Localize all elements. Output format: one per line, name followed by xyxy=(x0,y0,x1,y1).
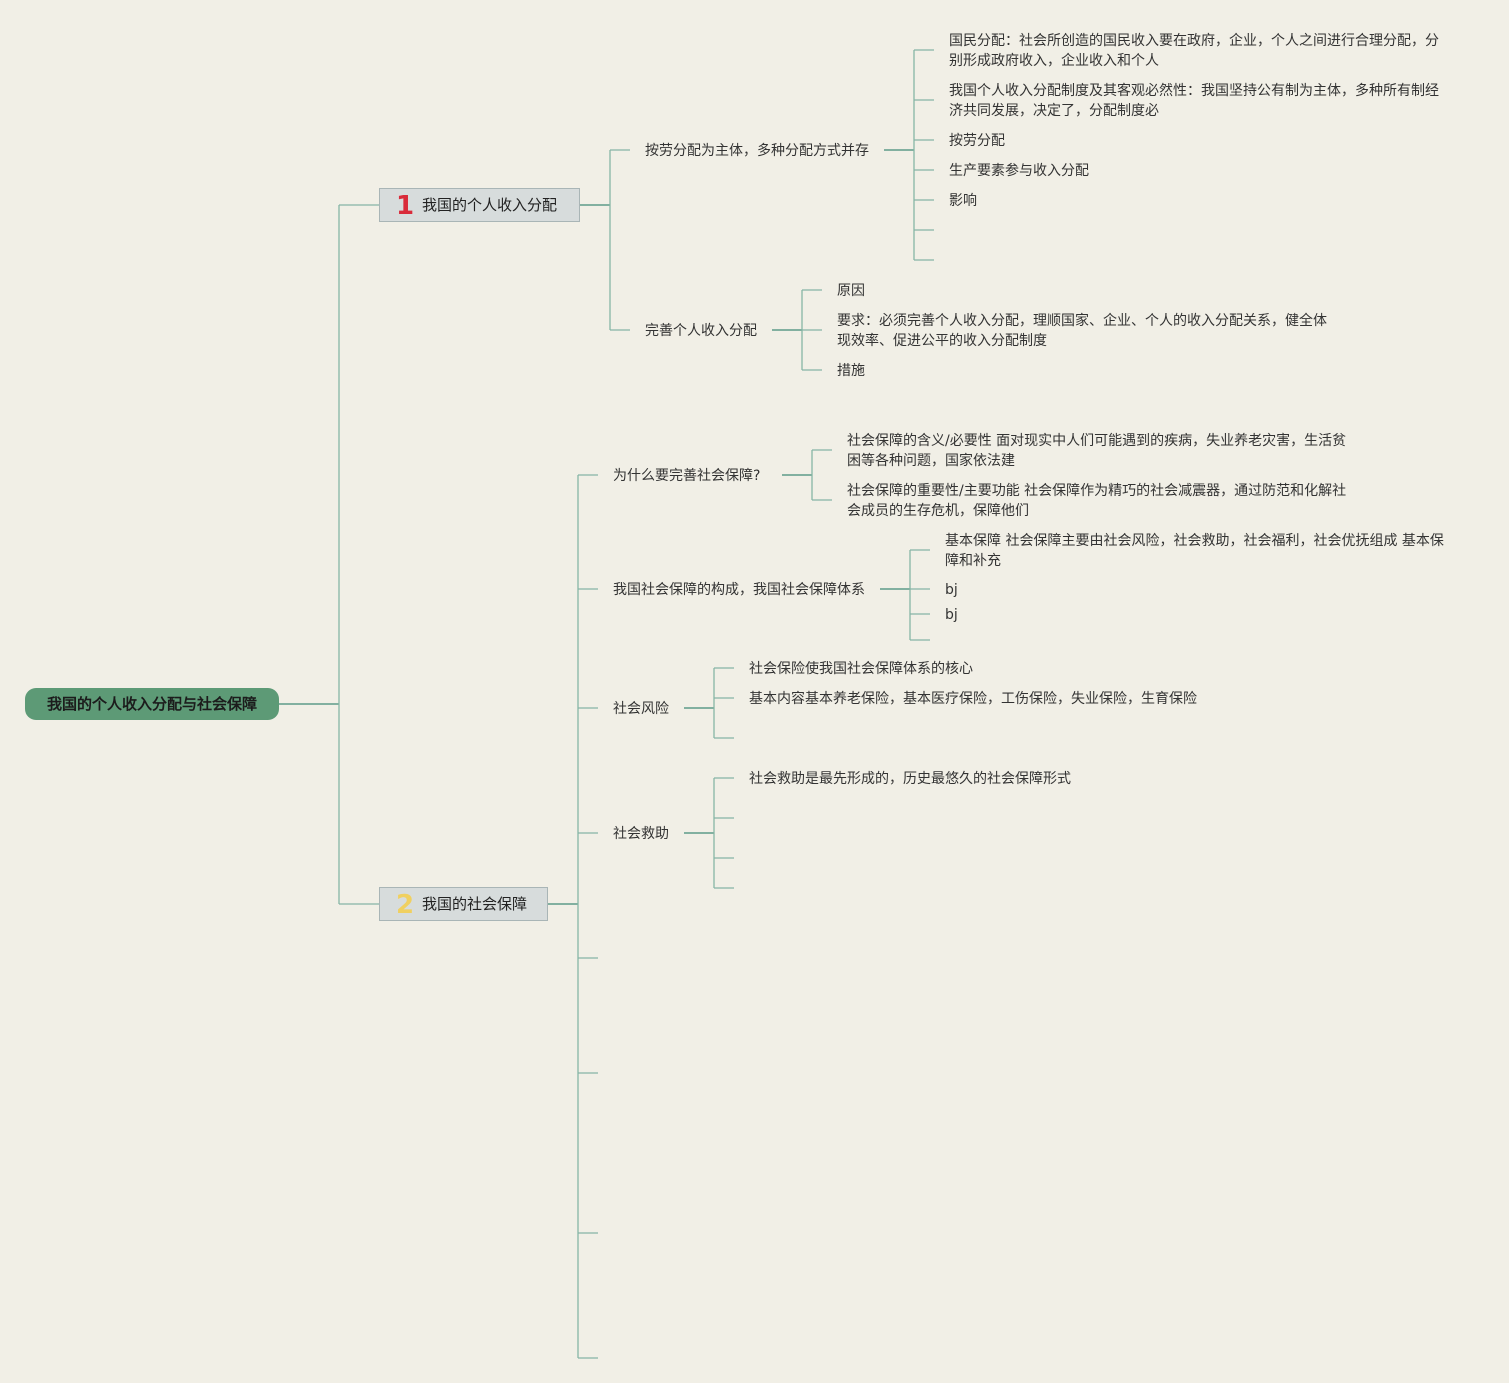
root-topic[interactable]: 我国的个人收入分配与社会保障 xyxy=(25,688,279,720)
subtopic-national-distribution[interactable]: 国民分配：社会所创造的国民收入要在政府，企业，个人之间进行合理分配，分别形成政府… xyxy=(949,33,1439,69)
topic-improve-distribution[interactable]: 完善个人收入分配 xyxy=(645,323,757,339)
subtopic-assistance-history[interactable]: 社会救助是最先形成的，历史最悠久的社会保障形式 xyxy=(749,771,1071,787)
subtopic-insurance-content[interactable]: 基本内容基本养老保险，基本医疗保险，工伤保险，失业保险，生育保险 xyxy=(749,691,1197,707)
topic-social-risk[interactable]: 社会风险 xyxy=(613,701,669,717)
topic-distribution-system[interactable]: 按劳分配为主体，多种分配方式并存 xyxy=(645,143,869,159)
branch-income-distribution[interactable]: 1 我国的个人收入分配 xyxy=(379,188,580,222)
subtopic-basic-security[interactable]: 基本保障 社会保障主要由社会风险，社会救助，社会福利，社会优抚组成 基本保障和补… xyxy=(945,533,1444,569)
subtopic-bj-2[interactable]: bj xyxy=(945,607,958,623)
subtopic-security-meaning[interactable]: 社会保障的含义/必要性 面对现实中人们可能遇到的疾病，失业养老灾害，生活贫困等各… xyxy=(847,433,1347,469)
subtopic-production-factors[interactable]: 生产要素参与收入分配 xyxy=(949,163,1089,179)
topic-why-improve-security[interactable]: 为什么要完善社会保障? xyxy=(613,468,761,484)
priority-1-icon: 1 xyxy=(396,191,415,221)
subtopic-distribution-by-labor[interactable]: 按劳分配 xyxy=(949,133,1005,149)
subtopic-requirement[interactable]: 要求：必须完善个人收入分配，理顺国家、企业、个人的收入分配关系，健全体现效率、促… xyxy=(837,313,1327,349)
branch-label: 我国的个人收入分配 xyxy=(422,196,558,214)
topic-social-assistance[interactable]: 社会救助 xyxy=(613,826,669,842)
topic-security-composition[interactable]: 我国社会保障的构成，我国社会保障体系 xyxy=(613,582,865,598)
subtopic-influence[interactable]: 影响 xyxy=(949,193,977,209)
priority-2-icon: 2 xyxy=(396,890,415,920)
subtopic-security-importance[interactable]: 社会保障的重要性/主要功能 社会保障作为精巧的社会减震器，通过防范和化解社会成员… xyxy=(847,483,1347,519)
subtopic-bj-1[interactable]: bj xyxy=(945,582,958,598)
branch-label: 我国的社会保障 xyxy=(422,895,528,913)
subtopic-insurance-core[interactable]: 社会保险使我国社会保障体系的核心 xyxy=(749,661,973,677)
subtopic-distribution-necessity[interactable]: 我国个人收入分配制度及其客观必然性：我国坚持公有制为主体，多种所有制经济共同发展… xyxy=(949,83,1439,119)
subtopic-measures[interactable]: 措施 xyxy=(837,363,865,379)
branch-social-security[interactable]: 2 我国的社会保障 xyxy=(379,887,548,921)
subtopic-reason[interactable]: 原因 xyxy=(837,283,865,299)
